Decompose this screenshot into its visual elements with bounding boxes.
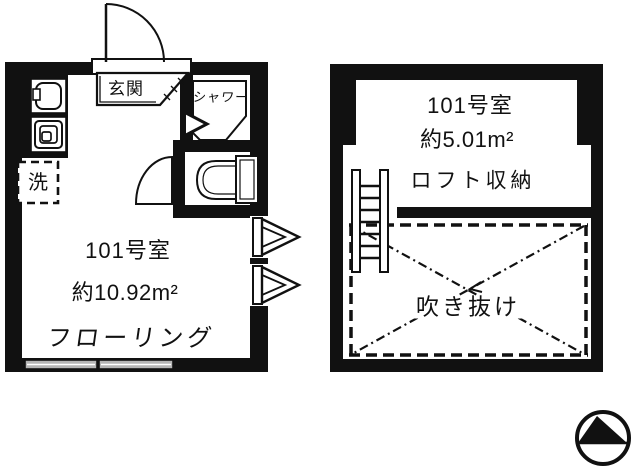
entrance-door-icon bbox=[104, 3, 165, 63]
genkan-step bbox=[95, 71, 191, 107]
toilet-bottom-wall bbox=[173, 205, 268, 218]
loft-room-area: 約5.01m² bbox=[420, 127, 514, 152]
sink-icon bbox=[30, 78, 67, 114]
shower-bottom-wall bbox=[180, 140, 268, 152]
loft-room-name: 101号室 bbox=[427, 93, 513, 118]
wall-top-left-segment bbox=[5, 62, 92, 75]
vent-triangle-icon-bottom bbox=[250, 264, 302, 306]
void-label: 吹き抜け bbox=[413, 295, 523, 319]
compass-icon bbox=[575, 410, 631, 466]
washer-box-icon bbox=[16, 160, 60, 205]
loft-floor-edge bbox=[397, 207, 591, 218]
flooring-label: フローリング bbox=[45, 325, 217, 352]
toilet-left-wall bbox=[173, 140, 185, 218]
entrance-label: 玄関 bbox=[108, 79, 144, 99]
shower-label: シャワー bbox=[191, 89, 251, 105]
toilet-door-icon bbox=[134, 155, 173, 205]
loft-corner-block-left bbox=[330, 64, 356, 145]
loft-wall-top bbox=[330, 64, 603, 80]
washer-label: 洗 bbox=[28, 172, 48, 194]
toilet-icon bbox=[195, 155, 259, 204]
loft-wall-bottom bbox=[330, 359, 603, 372]
left-room-name: 101号室 bbox=[85, 238, 171, 263]
vent-triangle-icon-top bbox=[250, 216, 302, 258]
window-icon bbox=[24, 359, 174, 370]
loft-corner-block-right bbox=[577, 64, 603, 145]
loft-storage-label: ロフト収納 bbox=[410, 169, 536, 193]
ladder-icon bbox=[351, 169, 389, 273]
wall-top-right-segment bbox=[191, 62, 268, 75]
left-room-area: 約10.92m² bbox=[71, 280, 179, 305]
wall-left bbox=[5, 62, 22, 372]
stove-icon bbox=[30, 116, 67, 153]
right-plan bbox=[330, 64, 603, 372]
shower-door-chevron-icon bbox=[185, 111, 211, 137]
